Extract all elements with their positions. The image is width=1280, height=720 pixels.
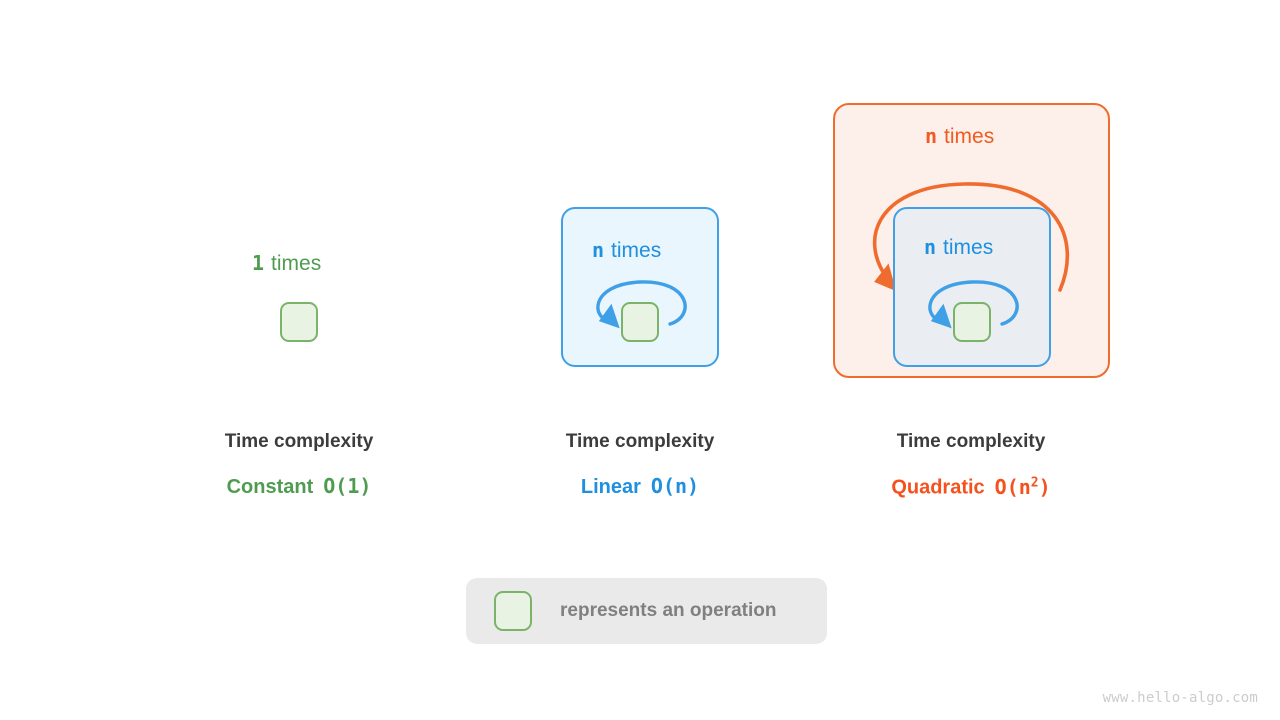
complexity-bigo-tail: ) [1038,474,1051,499]
constant-loop-word: times [271,252,322,275]
linear-loop-word: times [611,239,662,262]
complexity-bigo: O(n2) [995,475,1051,499]
quadratic-inner-loop-box [893,207,1051,367]
legend: represents an operation [466,578,827,644]
legend-label: represents an operation [560,600,777,621]
complexity-name: Linear [580,476,641,498]
caption-title: Time complexity [224,431,374,452]
caption-constant: Time complexity Constant O(1) [139,432,459,497]
caption-linear: Time complexity Linear O(n) [480,432,800,497]
complexity-bigo-exponent: 2 [1030,475,1039,490]
constant-loop-count: 1 [252,251,265,275]
complexity-bigo: O(1) [323,474,372,498]
quadratic-inner-loop-word: times [943,236,994,259]
legend-operation-swatch-icon [494,591,532,631]
operation-square [953,302,991,342]
linear-loop-count: n [592,238,605,262]
quadratic-outer-loop-word: times [944,125,995,148]
quadratic-outer-loop-count: n [925,124,938,148]
caption-value: Constant O(1) [139,476,459,497]
watermark: www.hello-algo.com [1102,690,1258,706]
complexity-bigo-base: O(n [994,474,1031,499]
complexity-name: Constant [226,476,314,498]
complexity-name: Quadratic [891,476,985,499]
quadratic-inner-loop-count: n [924,235,937,259]
caption-quadratic: Time complexity Quadratic O(n2) [811,432,1131,498]
operation-square [621,302,659,342]
caption-value: Linear O(n) [480,476,800,497]
caption-value: Quadratic O(n2) [811,476,1131,498]
constant-loop-label: 1 times [252,253,321,274]
caption-title: Time complexity [896,431,1046,452]
complexity-bigo: O(n) [650,474,700,498]
caption-title: Time complexity [565,431,715,452]
operation-square [280,302,318,342]
